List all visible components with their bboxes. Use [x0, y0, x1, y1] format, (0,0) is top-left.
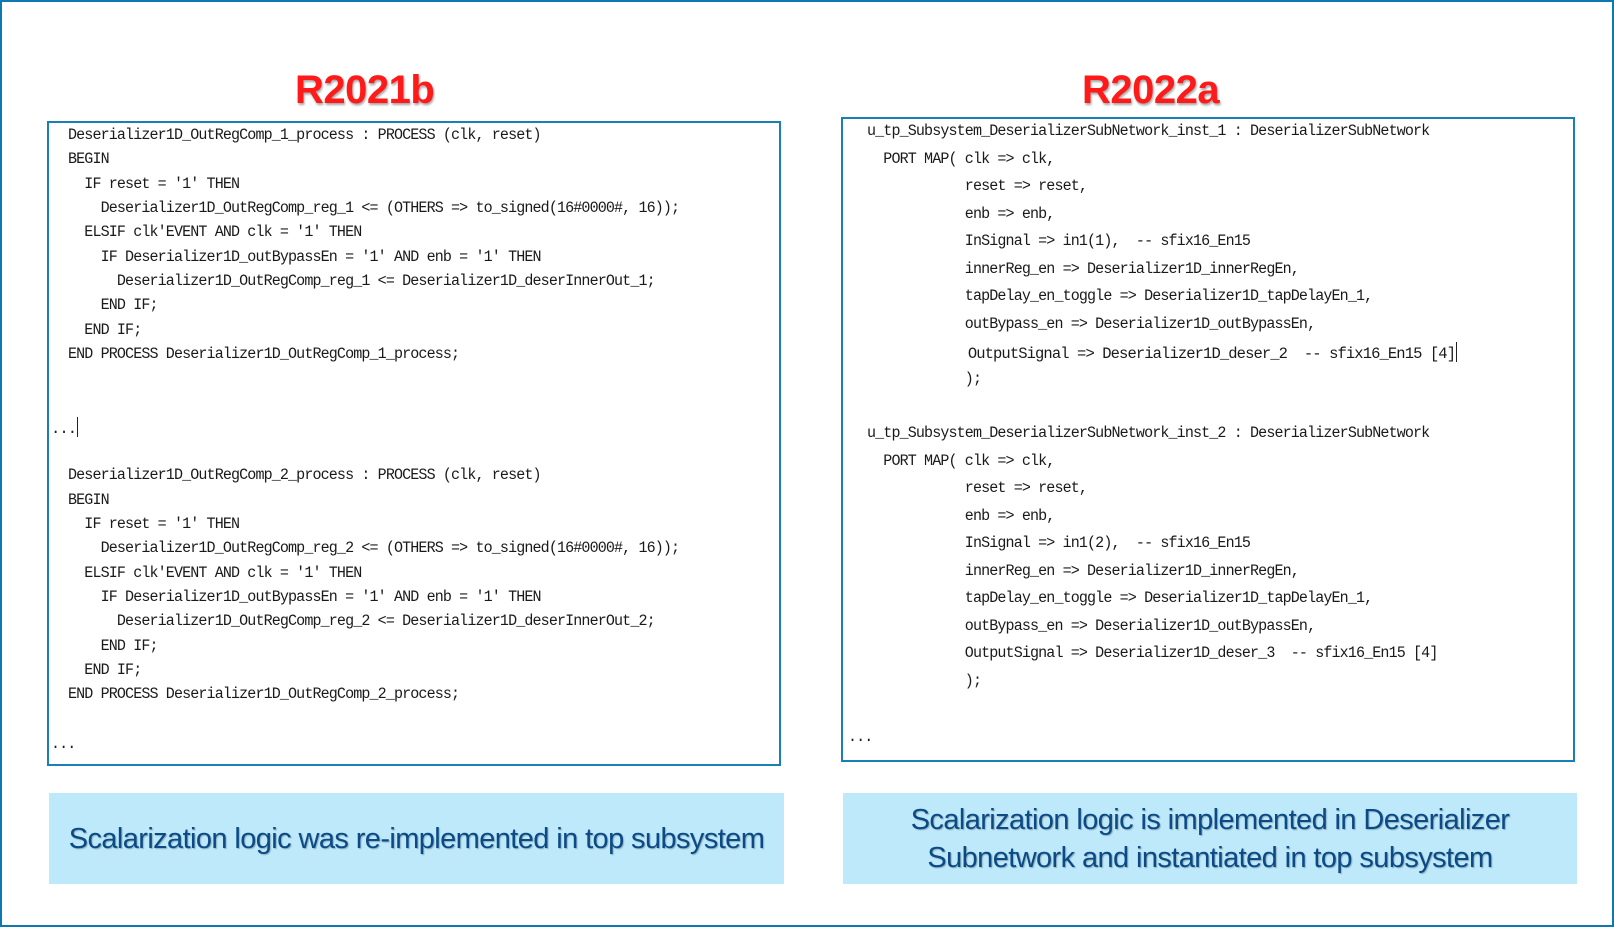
ellipsis: ... — [51, 420, 77, 438]
right-version-title: R2022a — [1082, 68, 1220, 112]
code-line: IF Deserializer1D_outBypassEn = '1' AND … — [68, 588, 542, 606]
code-line: enb => enb, — [867, 205, 1056, 223]
code-line: u_tp_Subsystem_DeserializerSubNetwork_in… — [867, 424, 1430, 442]
code-line: IF Deserializer1D_outBypassEn = '1' AND … — [68, 248, 542, 266]
left-caption: Scalarization logic was re-implemented i… — [49, 793, 784, 884]
code-line: PORT MAP( clk => clk, — [867, 452, 1055, 470]
text-caret — [1456, 342, 1458, 362]
code-line: reset => reset, — [867, 479, 1088, 497]
code-line: Deserializer1D_OutRegComp_2_process : PR… — [68, 466, 542, 484]
code-line: ); — [867, 672, 982, 690]
code-line: END IF; — [68, 661, 142, 679]
text-cursor-line[interactable]: OutputSignal => Deserializer1D_deser_2 -… — [867, 342, 1458, 363]
code-line: BEGIN — [68, 150, 110, 168]
code-line: reset => reset, — [867, 177, 1088, 195]
code-line: InSignal => in1(1), -- sfix16_En15 — [867, 232, 1251, 250]
code-line: OutputSignal => Deserializer1D_deser_2 -… — [867, 345, 1456, 363]
ellipsis: ... — [848, 728, 873, 746]
code-line: ELSIF clk'EVENT AND clk = '1' THEN — [68, 564, 362, 582]
code-line: InSignal => in1(2), -- sfix16_En15 — [867, 534, 1251, 552]
code-line: END IF; — [68, 321, 142, 339]
code-line: END PROCESS Deserializer1D_OutRegComp_2_… — [68, 685, 460, 703]
code-line: tapDelay_en_toggle => Deserializer1D_tap… — [867, 589, 1373, 607]
code-line: IF reset = '1' THEN — [68, 515, 240, 533]
code-line: innerReg_en => Deserializer1D_innerRegEn… — [867, 260, 1300, 278]
code-line: OutputSignal => Deserializer1D_deser_3 -… — [867, 644, 1439, 662]
code-line: innerReg_en => Deserializer1D_innerRegEn… — [867, 562, 1300, 580]
left-version-title: R2021b — [295, 68, 435, 112]
right-caption: Scalarization logic is implemented in De… — [843, 793, 1577, 884]
code-line: ); — [867, 370, 982, 388]
code-line: END PROCESS Deserializer1D_OutRegComp_1_… — [68, 345, 460, 363]
code-line: tapDelay_en_toggle => Deserializer1D_tap… — [867, 287, 1373, 305]
code-line: enb => enb, — [867, 507, 1056, 525]
code-line: END IF; — [68, 637, 159, 655]
code-line: Deserializer1D_OutRegComp_1_process : PR… — [68, 126, 542, 144]
code-line: IF reset = '1' THEN — [68, 175, 240, 193]
code-line: PORT MAP( clk => clk, — [867, 150, 1055, 168]
code-line: Deserializer1D_OutRegComp_reg_1 <= Deser… — [68, 272, 656, 290]
code-line: u_tp_Subsystem_DeserializerSubNetwork_in… — [867, 122, 1430, 140]
code-line: END IF; — [68, 296, 159, 314]
text-cursor-line[interactable]: ... — [51, 417, 79, 438]
code-line: outBypass_en => Deserializer1D_outBypass… — [867, 617, 1316, 635]
left-code-box: Deserializer1D_OutRegComp_1_process : PR… — [47, 121, 781, 766]
text-caret — [77, 417, 79, 437]
code-line: ELSIF clk'EVENT AND clk = '1' THEN — [68, 223, 362, 241]
ellipsis: ... — [51, 735, 76, 753]
code-line: outBypass_en => Deserializer1D_outBypass… — [867, 315, 1316, 333]
code-line: Deserializer1D_OutRegComp_reg_2 <= Deser… — [68, 612, 656, 630]
code-line: Deserializer1D_OutRegComp_reg_1 <= (OTHE… — [68, 199, 681, 217]
code-line: Deserializer1D_OutRegComp_reg_2 <= (OTHE… — [68, 539, 681, 557]
code-line: BEGIN — [68, 491, 110, 509]
right-code-box: u_tp_Subsystem_DeserializerSubNetwork_in… — [841, 117, 1575, 762]
